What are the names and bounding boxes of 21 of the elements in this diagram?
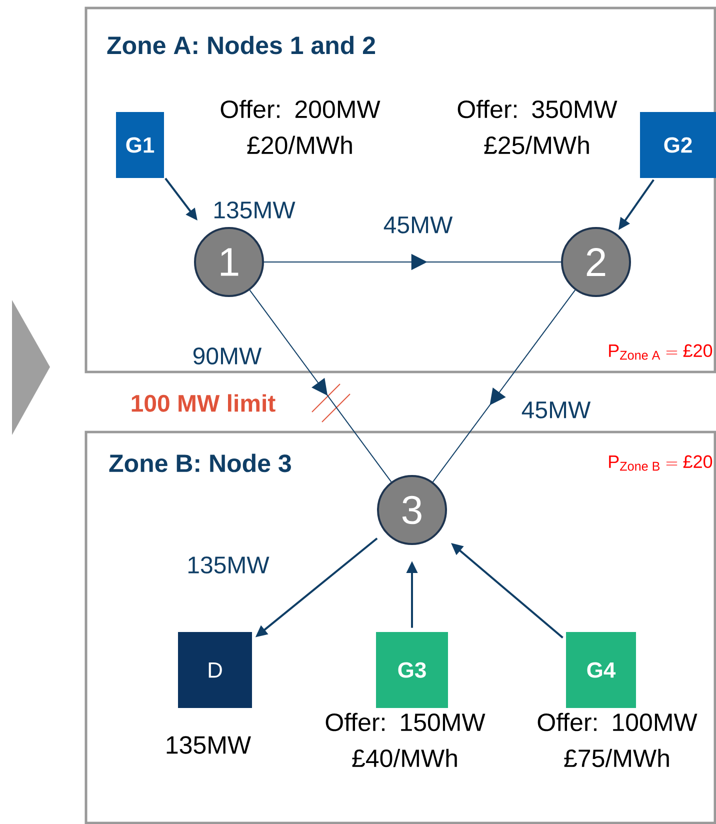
unit-box: G2 [640,112,716,178]
edge-label: 135MW [214,202,296,218]
offer-text: Offer: 350MW £25/MWh [458,100,618,154]
chevron [12,300,50,435]
edge-label: 45MW [522,402,591,418]
price-label: $\text{P}_{\text{Zone B}} = \text{£20}$ [609,455,712,471]
offer-text: 135MW [166,736,251,754]
arrow [432,290,576,482]
offer-text: Offer: 200MW £20/MWh [220,100,380,154]
unit-box: D [178,632,252,708]
price-label: $\text{P}_{\text{Zone A}} = \text{£20}$ [609,344,712,360]
arrow [249,290,392,482]
edge-label: 135MW [188,556,270,574]
edge-label: 90MW [193,348,262,364]
unit-box: G1 [116,112,164,178]
offer-text: Offer: 150MW £40/MWh [326,712,486,768]
unit-box: G3 [376,632,448,708]
unit-box: G4 [566,632,636,708]
edge-label: 45MW [384,216,453,234]
limit-label: 100 MW limit [132,394,276,412]
offer-text: Offer: 100MW £75/MWh [538,712,698,768]
